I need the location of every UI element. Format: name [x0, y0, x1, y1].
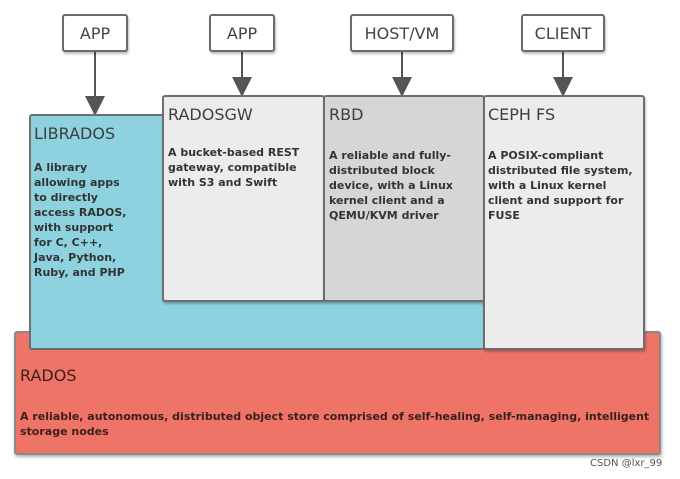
rados-title: RADOS — [20, 366, 77, 385]
client-host-vm: HOST/VM — [350, 14, 454, 52]
cephfs-description: A POSIX-compliant distributed file syste… — [488, 149, 633, 222]
client-client: CLIENT — [521, 14, 605, 52]
watermark-text: CSDN @lxr_99 — [590, 458, 663, 469]
rados-box: RADOS A reliable, autonomous, distribute… — [14, 331, 661, 455]
cephfs-box: CEPH FS A POSIX-compliant distributed fi… — [483, 95, 645, 350]
cephfs-title: CEPH FS — [488, 105, 556, 124]
client-app-2-label: APP — [226, 23, 258, 43]
radosgw-description: A bucket-based REST gateway, compatible … — [168, 146, 300, 189]
client-host-vm-label: HOST/VM — [364, 23, 440, 43]
client-app-2: APP — [209, 14, 275, 52]
rados-description: A reliable, autonomous, distributed obje… — [20, 410, 650, 438]
client-app-1: APP — [62, 14, 128, 52]
rbd-description: A reliable and fully-distributed block d… — [329, 149, 453, 222]
radosgw-title: RADOSGW — [168, 105, 253, 124]
rbd-box: RBD A reliable and fully-distributed blo… — [323, 95, 485, 302]
radosgw-box: RADOSGW A bucket-based REST gateway, com… — [162, 95, 325, 302]
client-app-1-label: APP — [79, 23, 111, 43]
librados-description: A library allowing apps to directly acce… — [34, 161, 127, 279]
librados-title: LIBRADOS — [34, 124, 116, 143]
client-client-label: CLIENT — [534, 23, 592, 43]
rbd-title: RBD — [329, 105, 364, 124]
